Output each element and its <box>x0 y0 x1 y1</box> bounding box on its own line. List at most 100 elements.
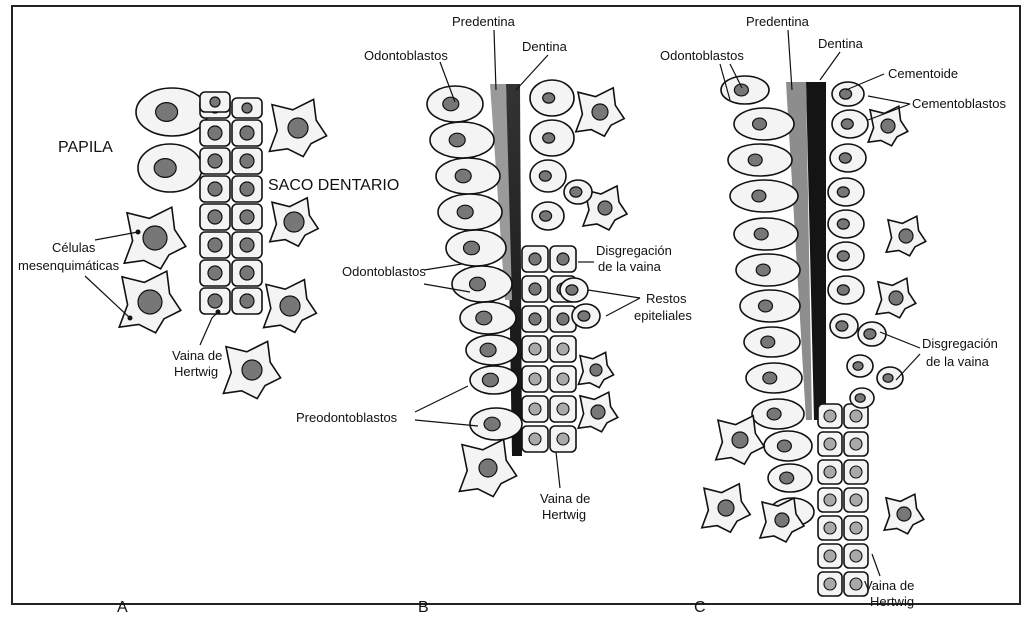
cell <box>138 144 202 192</box>
mesenchymal-cell <box>270 198 318 246</box>
cell <box>832 110 868 138</box>
mesenchymal-cell <box>459 439 516 496</box>
panel-a: PAPILA SACO DENTARIO Células mesenquimát… <box>18 88 399 616</box>
panel-letter-a: A <box>117 599 128 616</box>
leader-predentina-b <box>494 30 496 90</box>
leader-odonto-mid-b-1 <box>424 264 462 270</box>
label-vaina-c-2: Hertwig <box>870 594 914 609</box>
label-celulas: Células <box>52 240 96 255</box>
cell <box>436 158 500 194</box>
cell <box>734 218 798 250</box>
cell <box>818 572 842 596</box>
cell <box>530 120 574 156</box>
cell <box>522 276 548 302</box>
cell <box>550 366 576 392</box>
cell <box>721 76 769 104</box>
cell <box>200 288 230 314</box>
cell <box>522 396 548 422</box>
cell <box>736 254 800 286</box>
cell <box>522 366 548 392</box>
label-predentina-c: Predentina <box>746 14 810 29</box>
label-cementoblastos: Cementoblastos <box>912 96 1006 111</box>
cell <box>550 246 576 272</box>
leader-preodonto-1 <box>415 386 468 412</box>
label-disgregacion-b: Disgregación <box>596 243 672 258</box>
leader-restos-1 <box>588 290 640 298</box>
panel-letter-c: C <box>694 599 706 616</box>
cell <box>828 276 864 304</box>
mesenchymal-cell <box>269 99 326 156</box>
cell <box>232 120 262 146</box>
cell <box>740 290 800 322</box>
mesenchymal-cell <box>124 207 186 269</box>
cell <box>828 210 864 238</box>
label-saco-dentario: SACO DENTARIO <box>268 177 399 194</box>
cell <box>844 516 868 540</box>
leader-dot <box>128 316 133 321</box>
panel-b: Predentina Odontoblastos Dentina Disgreg… <box>296 14 692 616</box>
cell <box>232 98 262 118</box>
cell <box>818 432 842 456</box>
cell <box>200 148 230 174</box>
leader-vaina-b <box>556 452 560 488</box>
cell <box>232 288 262 314</box>
cell <box>200 204 230 230</box>
cell <box>828 242 864 270</box>
leader-predentina-c <box>788 30 792 90</box>
cell <box>844 488 868 512</box>
cell <box>200 260 230 286</box>
panel-b-cells <box>427 80 627 497</box>
mesenchymal-cell <box>576 88 624 136</box>
label-disgregacion-c: Disgregación <box>922 336 998 351</box>
label-de-la-vaina-b: de la vaina <box>598 259 662 274</box>
cell <box>752 399 804 429</box>
cell <box>828 178 864 206</box>
cell <box>438 194 502 230</box>
cell <box>830 144 866 172</box>
cell <box>830 314 858 338</box>
label-odontoblastos-mid-b: Odontoblastos <box>342 264 426 279</box>
leader-cementoblastos-1 <box>868 96 910 104</box>
cell <box>200 232 230 258</box>
cell <box>136 88 208 136</box>
cell <box>200 92 230 112</box>
cell <box>734 108 794 140</box>
label-de-la-vaina-c: de la vaina <box>926 354 990 369</box>
cell <box>532 202 564 230</box>
cell <box>850 388 874 408</box>
cell <box>460 302 516 334</box>
mesenchymal-cell <box>264 280 317 333</box>
leader-disg-c-1 <box>880 332 920 348</box>
cell <box>844 544 868 568</box>
cell <box>430 122 494 158</box>
cell <box>818 460 842 484</box>
label-epiteliales: epiteliales <box>634 308 692 323</box>
cell <box>832 82 864 106</box>
cell <box>232 148 262 174</box>
cell <box>560 278 588 302</box>
cell <box>522 246 548 272</box>
label-cementoide: Cementoide <box>888 66 958 81</box>
cell <box>847 355 873 377</box>
cell <box>858 322 886 346</box>
mesenchymal-cell <box>223 341 280 398</box>
cell <box>764 431 812 461</box>
cell <box>427 86 483 122</box>
leader-dot <box>216 310 221 315</box>
cell <box>522 336 548 362</box>
mesenchymal-cell <box>119 271 181 333</box>
cell <box>818 516 842 540</box>
cell <box>818 544 842 568</box>
label-predentina-b: Predentina <box>452 14 516 29</box>
cell <box>768 464 812 492</box>
cell <box>730 180 798 212</box>
leader-dentina-c <box>820 52 840 80</box>
cell <box>446 230 506 266</box>
leader-preodonto-2 <box>415 420 478 426</box>
cell <box>232 176 262 202</box>
cell <box>746 363 802 393</box>
cell <box>232 232 262 258</box>
panel-c: Predentina Odontoblastos Dentina Cemento… <box>660 14 1006 616</box>
cell <box>200 176 230 202</box>
cell <box>466 335 518 365</box>
